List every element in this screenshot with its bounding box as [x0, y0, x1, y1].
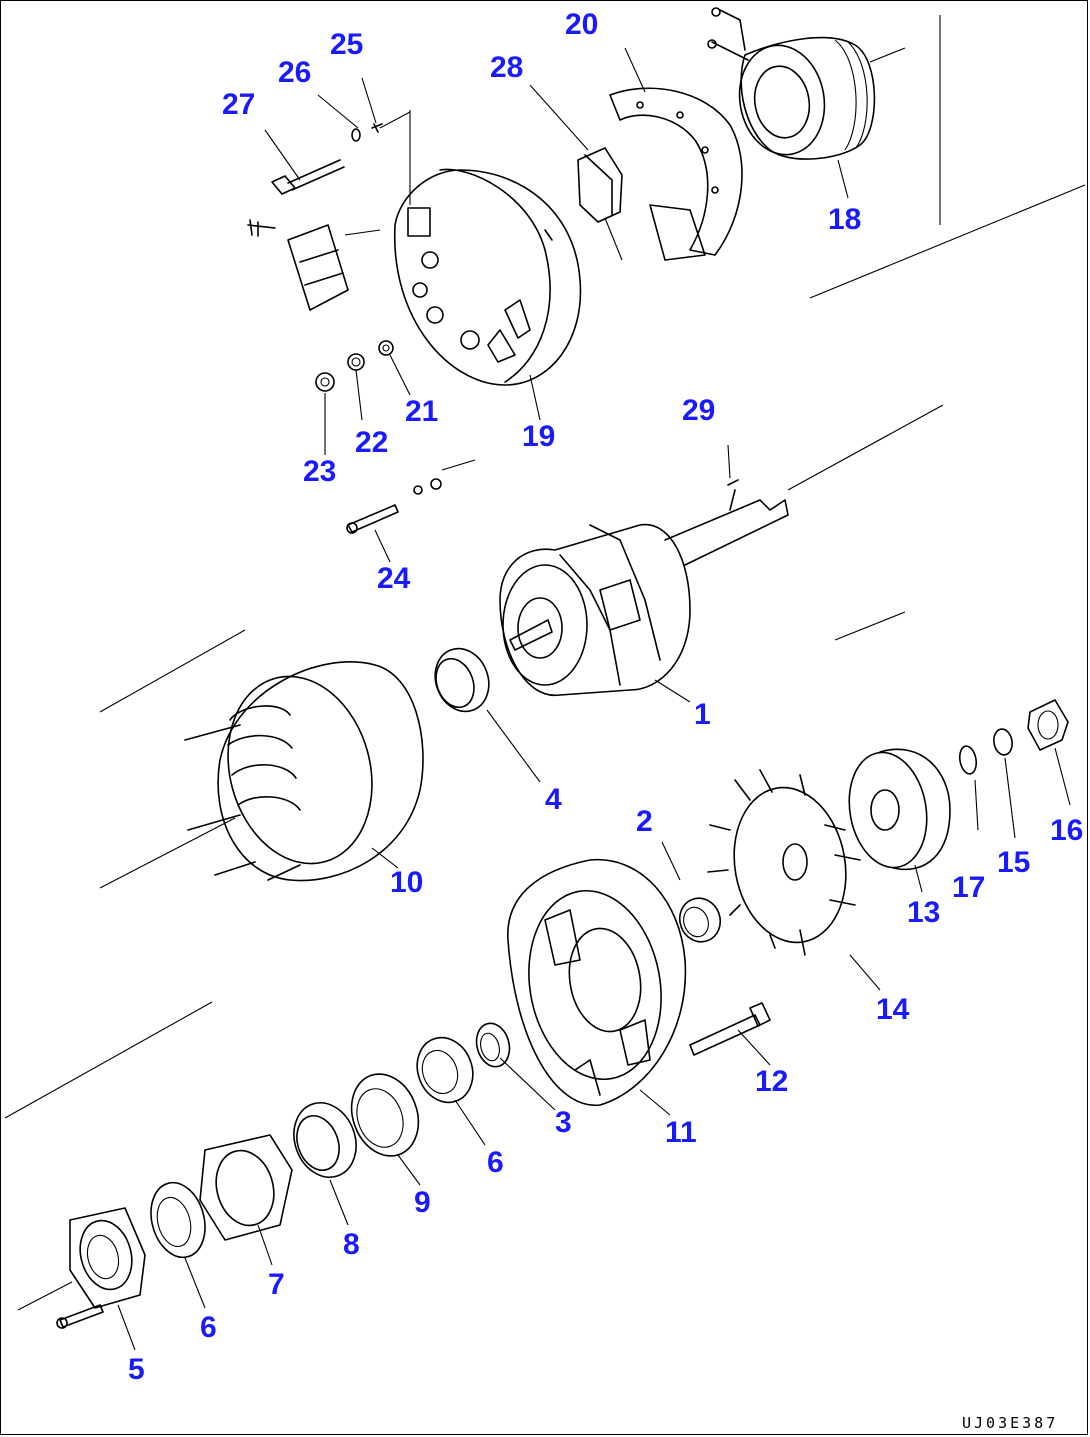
part-12-bolt	[689, 1002, 771, 1056]
part-24-bolt	[346, 478, 442, 534]
callout-24: 24	[377, 562, 411, 595]
callout-22: 22	[355, 426, 389, 459]
front-stack	[56, 1022, 511, 1329]
callout-25: 25	[330, 28, 364, 61]
callout-7: 7	[268, 1268, 285, 1301]
callout-17: 17	[952, 871, 986, 904]
part-13-pulley	[848, 748, 951, 871]
callout-8: 8	[343, 1228, 360, 1261]
leader-lines	[117, 47, 1071, 1351]
callout-15: 15	[997, 846, 1031, 879]
callout-18: 18	[828, 203, 862, 236]
callout-21: 21	[405, 395, 439, 428]
part-20-rectifier	[609, 87, 743, 261]
brush-holder	[247, 219, 349, 311]
part-10-stator	[184, 661, 424, 882]
callout-26: 26	[278, 56, 312, 89]
callout-5: 5	[128, 1353, 145, 1386]
part-4-bearing	[434, 647, 490, 713]
parts-25-26-27	[271, 123, 383, 195]
callout-9: 9	[414, 1186, 431, 1219]
callout-20: 20	[565, 8, 599, 41]
part-19-rear-frame	[394, 168, 582, 386]
callout-28: 28	[490, 51, 524, 84]
callout-14: 14	[876, 993, 910, 1026]
callout-12: 12	[755, 1065, 789, 1098]
parts-21-22-23	[315, 340, 394, 392]
callout-29: 29	[682, 394, 716, 427]
callout-23: 23	[303, 455, 337, 488]
callout-1: 1	[694, 698, 711, 731]
part-14-fan	[707, 769, 861, 956]
drawing-code: UJ03E387	[962, 1414, 1059, 1432]
centerlines	[4, 15, 1086, 1311]
callout-2: 2	[636, 805, 653, 838]
callout-4: 4	[545, 783, 562, 816]
callout-10: 10	[390, 866, 424, 899]
part-28-regulator	[577, 147, 623, 223]
part-2-bearing	[678, 897, 722, 943]
callout-11: 11	[665, 1116, 697, 1149]
parts-15-16-17	[958, 699, 1069, 775]
callout-19: 19	[522, 420, 556, 453]
part-18-housing	[707, 7, 876, 160]
callout-6-upper: 6	[487, 1146, 504, 1179]
callout-27: 27	[222, 88, 256, 121]
part-1-rotor	[499, 479, 789, 696]
part-11-front-frame	[507, 858, 687, 1106]
callout-16: 16	[1050, 814, 1084, 847]
callout-6-lower: 6	[200, 1311, 217, 1344]
callout-3: 3	[555, 1106, 572, 1139]
callout-13: 13	[907, 896, 941, 929]
